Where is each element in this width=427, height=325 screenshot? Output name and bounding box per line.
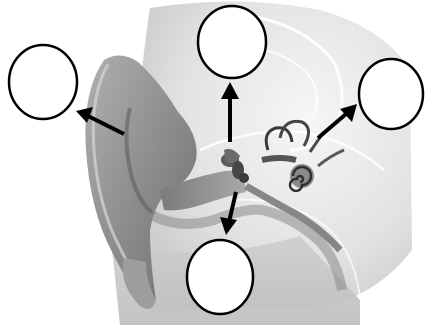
label-circle-left [9,45,77,119]
label-circle-top [198,6,266,78]
label-circle-right [359,59,423,129]
label-circle-bottom [187,240,253,314]
